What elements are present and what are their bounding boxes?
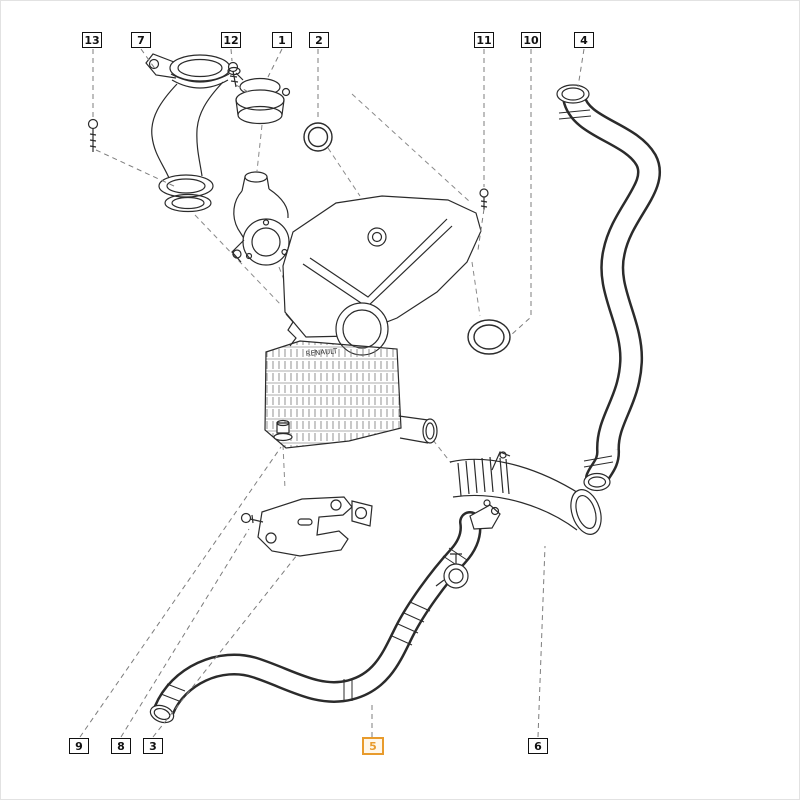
leader-4 <box>577 48 585 88</box>
o-ring-seal <box>303 122 333 152</box>
leader-13b <box>95 149 177 188</box>
leader-10 <box>510 49 532 336</box>
callout-2[interactable]: 2 <box>309 32 329 48</box>
callout-12[interactable]: 12 <box>221 32 241 48</box>
callout-9[interactable]: 9 <box>69 738 89 754</box>
leader-12b <box>235 84 251 94</box>
mounting-bracket <box>257 496 373 557</box>
egr-valve-body <box>231 171 290 266</box>
leader-7 <box>140 48 157 71</box>
lower-hose <box>149 499 501 724</box>
callout-1[interactable]: 1 <box>272 32 292 48</box>
cover-screw-11 <box>479 188 489 210</box>
leader-9 <box>79 446 282 738</box>
leader-12 <box>230 48 233 62</box>
callout-6[interactable]: 6 <box>528 738 548 754</box>
air-cleaner-assembly: RENAULT <box>282 195 482 358</box>
callout-5-highlighted[interactable]: 5 <box>362 737 384 755</box>
callout-13[interactable]: 13 <box>82 32 102 48</box>
bracket-bolt <box>240 512 264 524</box>
callout-11[interactable]: 11 <box>474 32 494 48</box>
throttle-unit <box>227 66 291 125</box>
leader-3 <box>152 554 298 738</box>
seal-ring-10 <box>467 319 511 355</box>
leader-11b <box>477 208 485 251</box>
leader-1 <box>267 48 283 78</box>
leader-8 <box>120 528 250 738</box>
upper-hose <box>556 84 661 492</box>
turbo-outlet-pipe <box>145 53 231 213</box>
leader-lines <box>79 48 585 738</box>
callout-3[interactable]: 3 <box>143 738 163 754</box>
intake-duct <box>449 451 602 535</box>
callout-4[interactable]: 4 <box>574 32 594 48</box>
construction-lines <box>194 93 481 490</box>
callout-8[interactable]: 8 <box>111 738 131 754</box>
callout-10[interactable]: 10 <box>521 32 541 48</box>
callout-7[interactable]: 7 <box>131 32 151 48</box>
leader-6 <box>537 545 546 738</box>
filter-element <box>264 340 438 449</box>
flange-bolt-13 <box>87 118 99 152</box>
nut-washer <box>273 419 293 442</box>
